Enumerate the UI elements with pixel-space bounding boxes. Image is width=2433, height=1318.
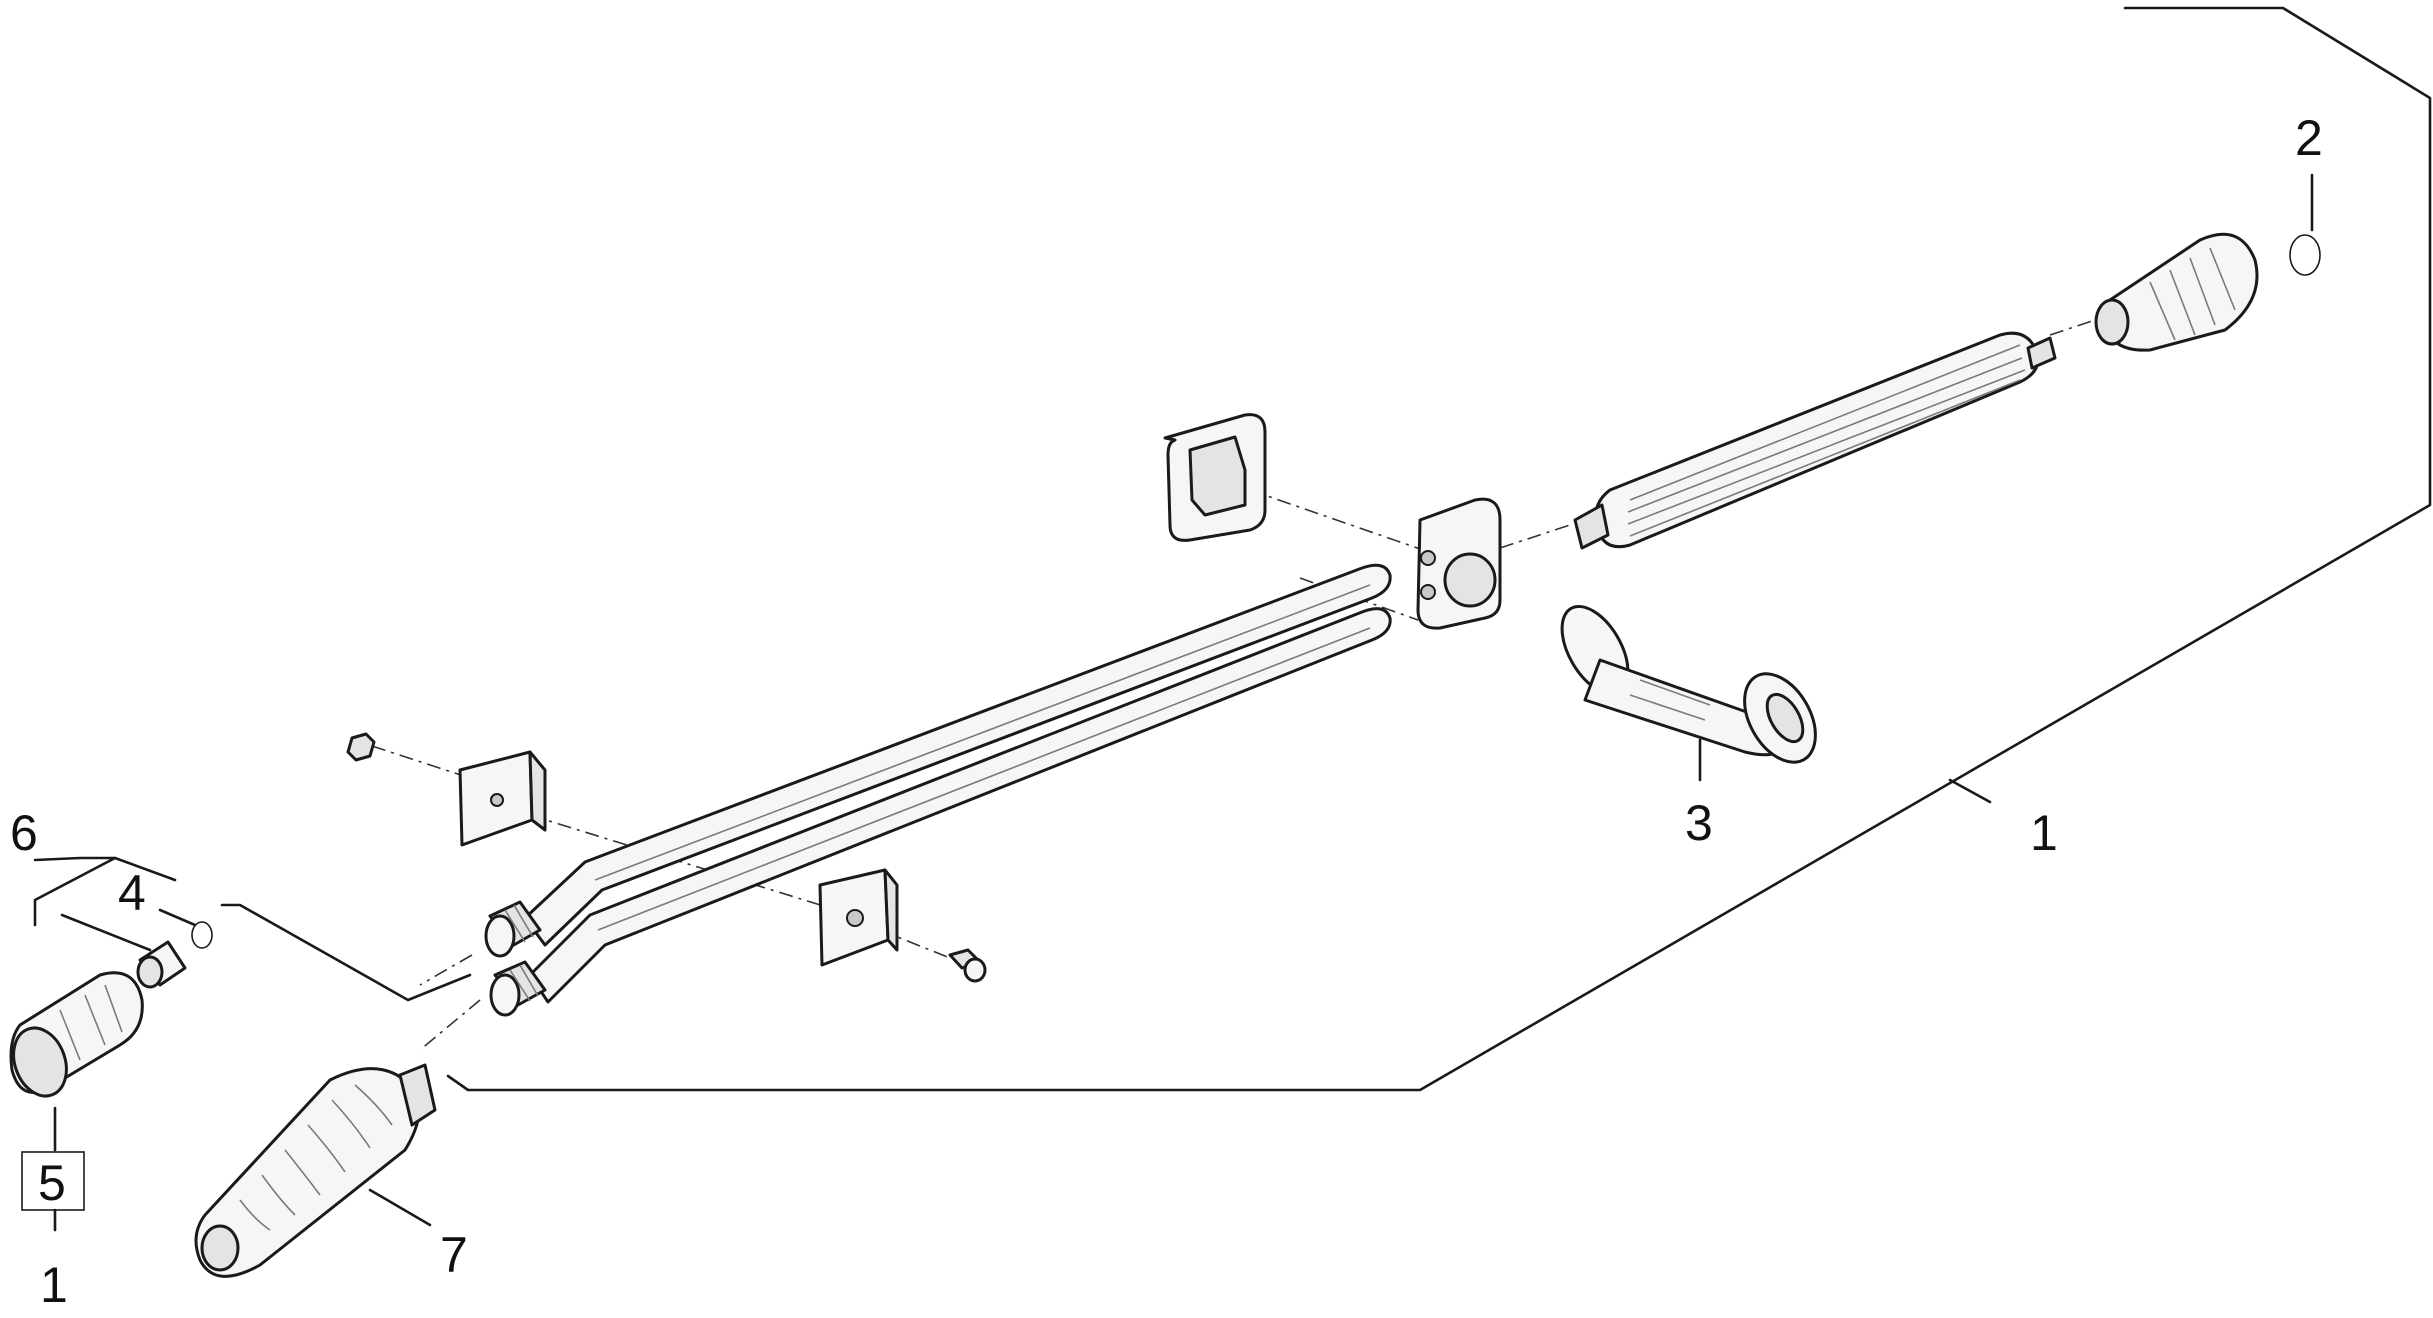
bracket-6: [33, 856, 117, 927]
lance-tube-lower: [528, 607, 1392, 1004]
clamp-plate-upper: [458, 750, 547, 847]
o-ring-2: [2289, 234, 2321, 276]
screw: [948, 948, 987, 983]
callout-4: 4: [118, 865, 146, 921]
nut: [346, 732, 376, 762]
leader-1-right: [1948, 778, 1992, 804]
callout-6: 6: [10, 805, 38, 861]
lance-fitting-upper: [484, 900, 542, 958]
centerline-nozzle-top: [419, 954, 473, 986]
leader-7: [368, 1188, 432, 1227]
callout-7: 7: [440, 1227, 468, 1283]
callout-3: 3: [1685, 795, 1713, 851]
bracket-lance-link: [220, 903, 472, 1002]
box-5: [21, 1151, 85, 1211]
side-handle-3: [1560, 604, 1817, 764]
callout-5: 5: [38, 1155, 66, 1211]
clamp-plate-lower: [818, 868, 899, 967]
handle-block: [1416, 497, 1502, 630]
lance-fitting-lower: [489, 960, 547, 1017]
assembly-bracket-1: [446, 6, 2432, 1092]
centerline-axis: [1499, 524, 1571, 549]
o-ring-4: [191, 921, 213, 949]
callout-1-bottom: 1: [40, 1257, 68, 1313]
nozzle-insert: [136, 940, 187, 989]
callout-2: 2: [2295, 110, 2323, 166]
callout-1-right: 1: [2030, 805, 2058, 861]
leader-4: [158, 908, 197, 927]
centerline-nozzle-7: [419, 999, 481, 1051]
turbo-nozzle-7: [194, 1063, 437, 1278]
centerline-lance-right: [2049, 319, 2096, 336]
centerline-nut-clamp: [371, 745, 471, 779]
lance-grip: [1573, 331, 2057, 550]
handle-cover-left: [1163, 413, 1267, 542]
knurled-connector: [2094, 232, 2259, 352]
nozzle-cap-5: [9, 971, 144, 1098]
